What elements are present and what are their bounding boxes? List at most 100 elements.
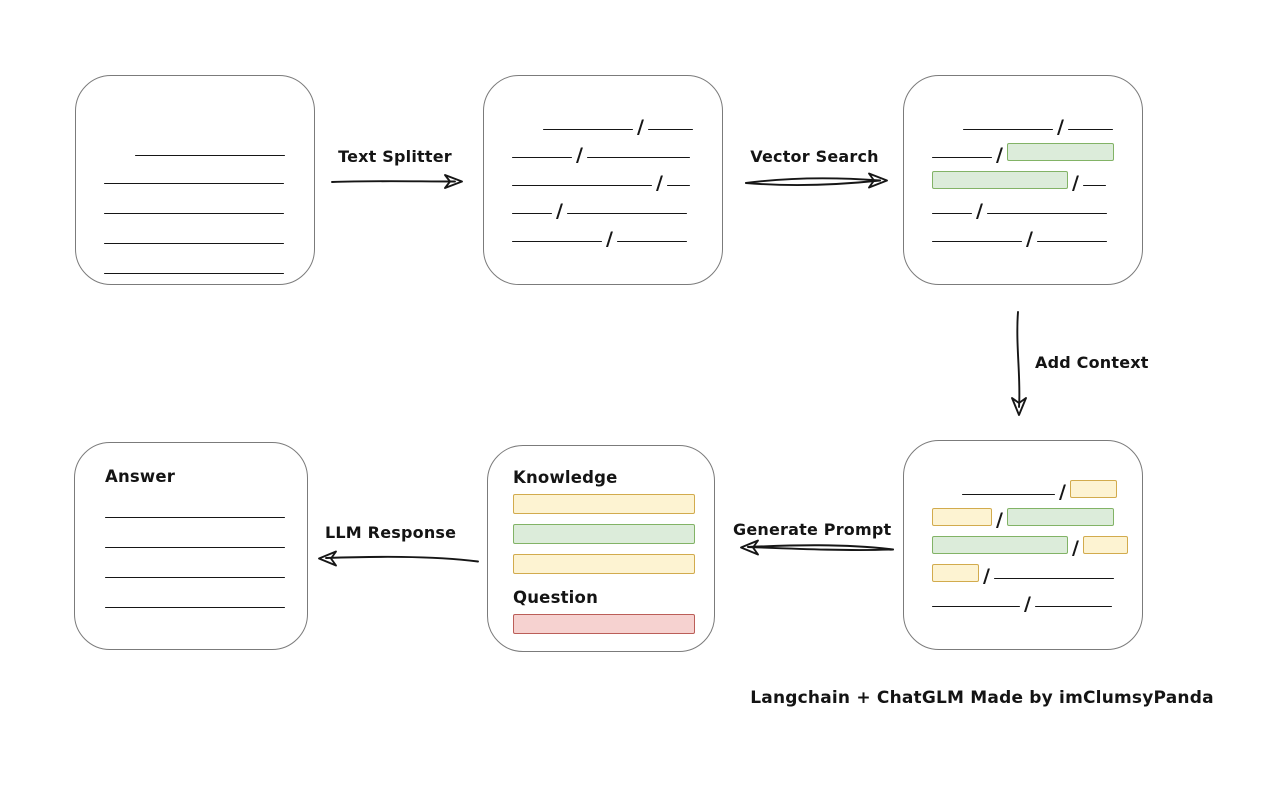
vector-matches-box: / / / / / bbox=[903, 75, 1143, 285]
text-line bbox=[543, 129, 633, 130]
diagram-row bbox=[104, 224, 286, 244]
llm-response-arrowhead bbox=[318, 550, 337, 567]
text-line bbox=[104, 183, 284, 184]
text-line bbox=[962, 494, 1055, 495]
text-line bbox=[512, 157, 572, 158]
diagram-row: Knowledge bbox=[513, 466, 689, 488]
vector-search-arrowhead bbox=[868, 172, 888, 189]
green-highlight-chunk bbox=[1006, 508, 1114, 526]
text-line bbox=[135, 155, 285, 156]
text-line bbox=[105, 517, 285, 518]
text-line bbox=[104, 213, 284, 214]
slash-separator: / bbox=[1072, 537, 1079, 559]
text-line bbox=[512, 241, 602, 242]
text-line bbox=[105, 607, 285, 608]
diagram-row bbox=[513, 494, 695, 514]
text-line bbox=[932, 241, 1022, 242]
slash-separator: / bbox=[1024, 593, 1031, 615]
slash-separator: / bbox=[556, 200, 563, 222]
add-context-label: Add Context bbox=[1035, 353, 1149, 372]
knowledge-label: Knowledge bbox=[513, 467, 618, 487]
vector-search-arrow bbox=[745, 177, 881, 184]
text-line bbox=[105, 547, 285, 548]
diagram-row: / bbox=[543, 110, 694, 137]
text-line bbox=[512, 185, 652, 186]
slash-separator: / bbox=[637, 116, 644, 138]
slash-separator: / bbox=[996, 144, 1003, 166]
diagram-row: Question bbox=[513, 586, 689, 608]
answer-label: Answer bbox=[105, 466, 176, 486]
diagram-row bbox=[105, 528, 285, 548]
text-line bbox=[932, 606, 1020, 607]
green-bar bbox=[513, 524, 695, 544]
diagram-row: / bbox=[512, 194, 694, 221]
vector-search-label: Vector Search bbox=[750, 147, 879, 166]
slash-separator: / bbox=[576, 144, 583, 166]
red-bar bbox=[513, 614, 695, 634]
slash-separator: / bbox=[1059, 481, 1066, 503]
text-line bbox=[616, 241, 687, 242]
yellow-highlight-chunk bbox=[932, 564, 979, 582]
answer-box: Answer bbox=[74, 442, 308, 650]
split-chunks-box: ///// bbox=[483, 75, 723, 285]
diagram-row: / bbox=[932, 587, 1114, 614]
slash-separator: / bbox=[1026, 228, 1033, 250]
generate-prompt-arrow-stroke2 bbox=[747, 546, 894, 551]
text-line bbox=[1034, 606, 1112, 607]
text-splitter-arrow bbox=[331, 180, 456, 183]
diagram-row: / bbox=[932, 166, 1114, 193]
slash-separator: / bbox=[976, 200, 983, 222]
text-splitter-label: Text Splitter bbox=[338, 147, 452, 166]
text-line bbox=[647, 129, 693, 130]
llm-response-arrow bbox=[325, 555, 479, 563]
yellow-bar bbox=[513, 494, 695, 514]
source-document-box bbox=[75, 75, 315, 285]
yellow-highlight-chunk bbox=[1069, 480, 1117, 498]
diagram-row: / bbox=[512, 166, 694, 193]
text-line bbox=[105, 577, 285, 578]
diagram-row: / bbox=[932, 531, 1128, 558]
text-line bbox=[104, 273, 284, 274]
text-line bbox=[1082, 185, 1106, 186]
text-line bbox=[993, 578, 1114, 579]
diagram-row bbox=[105, 558, 285, 578]
slash-separator: / bbox=[1057, 116, 1064, 138]
diagram-row bbox=[104, 194, 286, 214]
slash-separator: / bbox=[996, 509, 1003, 531]
green-highlight-chunk bbox=[1006, 143, 1114, 161]
text-line bbox=[512, 213, 552, 214]
diagram-row: / bbox=[512, 138, 694, 165]
text-line bbox=[1036, 241, 1107, 242]
green-highlight-chunk bbox=[932, 171, 1068, 189]
generate-prompt-arrow bbox=[747, 544, 894, 551]
diagram-row bbox=[513, 554, 695, 574]
diagram-row bbox=[513, 524, 695, 544]
add-context-arrowhead bbox=[1011, 397, 1027, 416]
diagram-row bbox=[513, 614, 695, 634]
slash-separator: / bbox=[656, 172, 663, 194]
diagram-row bbox=[135, 136, 286, 156]
diagram-row bbox=[105, 498, 285, 518]
slash-separator: / bbox=[983, 565, 990, 587]
text-line bbox=[104, 243, 284, 244]
yellow-highlight-chunk bbox=[1082, 536, 1128, 554]
text-line bbox=[932, 213, 972, 214]
text-line bbox=[586, 157, 690, 158]
diagram-row: / bbox=[932, 559, 1114, 586]
green-highlight-chunk bbox=[932, 536, 1068, 554]
yellow-highlight-chunk bbox=[932, 508, 992, 526]
diagram-row: / bbox=[512, 222, 694, 249]
question-label: Question bbox=[513, 587, 599, 607]
vector-search-arrow-stroke2 bbox=[745, 179, 881, 186]
text-line bbox=[666, 185, 690, 186]
generate-prompt-label: Generate Prompt bbox=[733, 520, 892, 539]
slash-separator: / bbox=[1072, 172, 1079, 194]
diagram-row: / bbox=[932, 194, 1114, 221]
yellow-bar bbox=[513, 554, 695, 574]
diagram-row bbox=[104, 254, 286, 274]
diagram-row: / bbox=[932, 503, 1114, 530]
text-line bbox=[1067, 129, 1113, 130]
diagram-row bbox=[105, 588, 285, 608]
